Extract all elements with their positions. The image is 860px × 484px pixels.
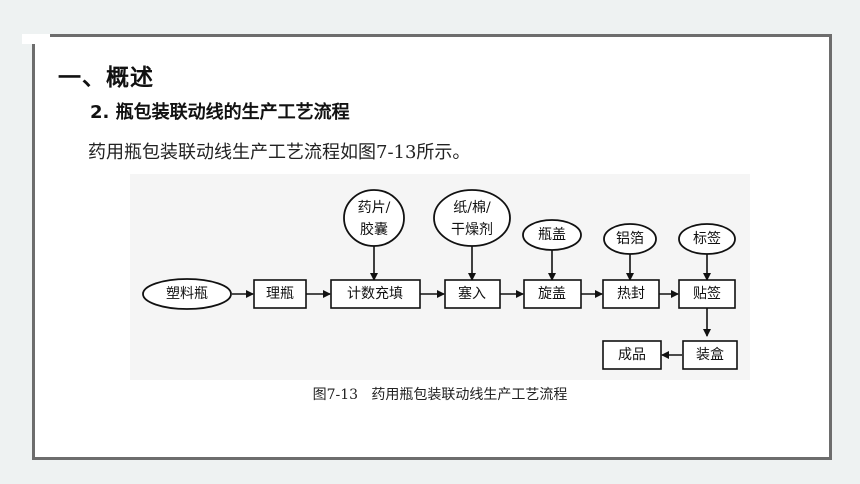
input-foil: 铝箔	[616, 231, 644, 247]
flow-diagram: 塑料瓶 药片/ 胶囊 纸/棉/ 干燥剂 瓶盖 铝箔 标签 理瓶 计数充填 塞入 …	[130, 174, 750, 380]
flow-arrows	[232, 246, 711, 359]
step-label-box	[678, 279, 736, 309]
input-cotton-line1: 纸/棉/	[453, 199, 491, 216]
flow-diagram-svg: 塑料瓶 药片/ 胶囊 纸/棉/ 干燥剂 瓶盖 铝箔 标签 理瓶 计数充填 塞入 …	[142, 189, 738, 370]
input-labels-ellipse	[678, 223, 736, 255]
input-tablets-line1: 药片/	[358, 200, 391, 216]
input-caps-ellipse	[522, 219, 582, 251]
input-tablets-ellipse	[343, 189, 405, 247]
input-foil-ellipse	[603, 223, 657, 255]
step-cap: 旋盖	[538, 286, 566, 302]
step-seal: 热封	[617, 286, 645, 302]
step-fill: 计数充填	[347, 286, 403, 302]
step-box-pack: 装盒	[696, 346, 724, 363]
step-sort-box	[253, 279, 307, 309]
input-cotton-line2: 干燥剂	[451, 222, 493, 238]
step-sort: 理瓶	[266, 286, 294, 302]
step-seal-box	[602, 279, 660, 309]
step-cap-box	[523, 279, 582, 309]
step-box-pack-box	[682, 340, 738, 370]
input-cotton-desiccant-ellipse	[433, 189, 511, 247]
lead-paragraph: 药用瓶包装联动线生产工艺流程如图7-13所示。	[88, 142, 471, 163]
step-product: 成品	[618, 347, 646, 363]
section-heading: 一、概述	[58, 65, 154, 91]
step-fill-box	[330, 279, 421, 309]
step-product-box	[602, 340, 662, 370]
step-plug-box	[444, 279, 501, 309]
input-labels: 标签	[693, 230, 721, 247]
input-tablets-line2: 胶囊	[360, 221, 388, 238]
input-caps: 瓶盖	[538, 227, 566, 243]
input-plastic-bottle-ellipse	[142, 278, 232, 310]
input-plastic-bottle: 塑料瓶	[166, 286, 208, 302]
subsection-heading: 2. 瓶包装联动线的生产工艺流程	[90, 102, 350, 123]
step-label: 贴签	[693, 285, 721, 302]
step-plug: 塞入	[458, 285, 486, 302]
figure-caption: 图7-13 药用瓶包装联动线生产工艺流程	[312, 387, 568, 403]
frame-corner-gap	[22, 34, 50, 44]
